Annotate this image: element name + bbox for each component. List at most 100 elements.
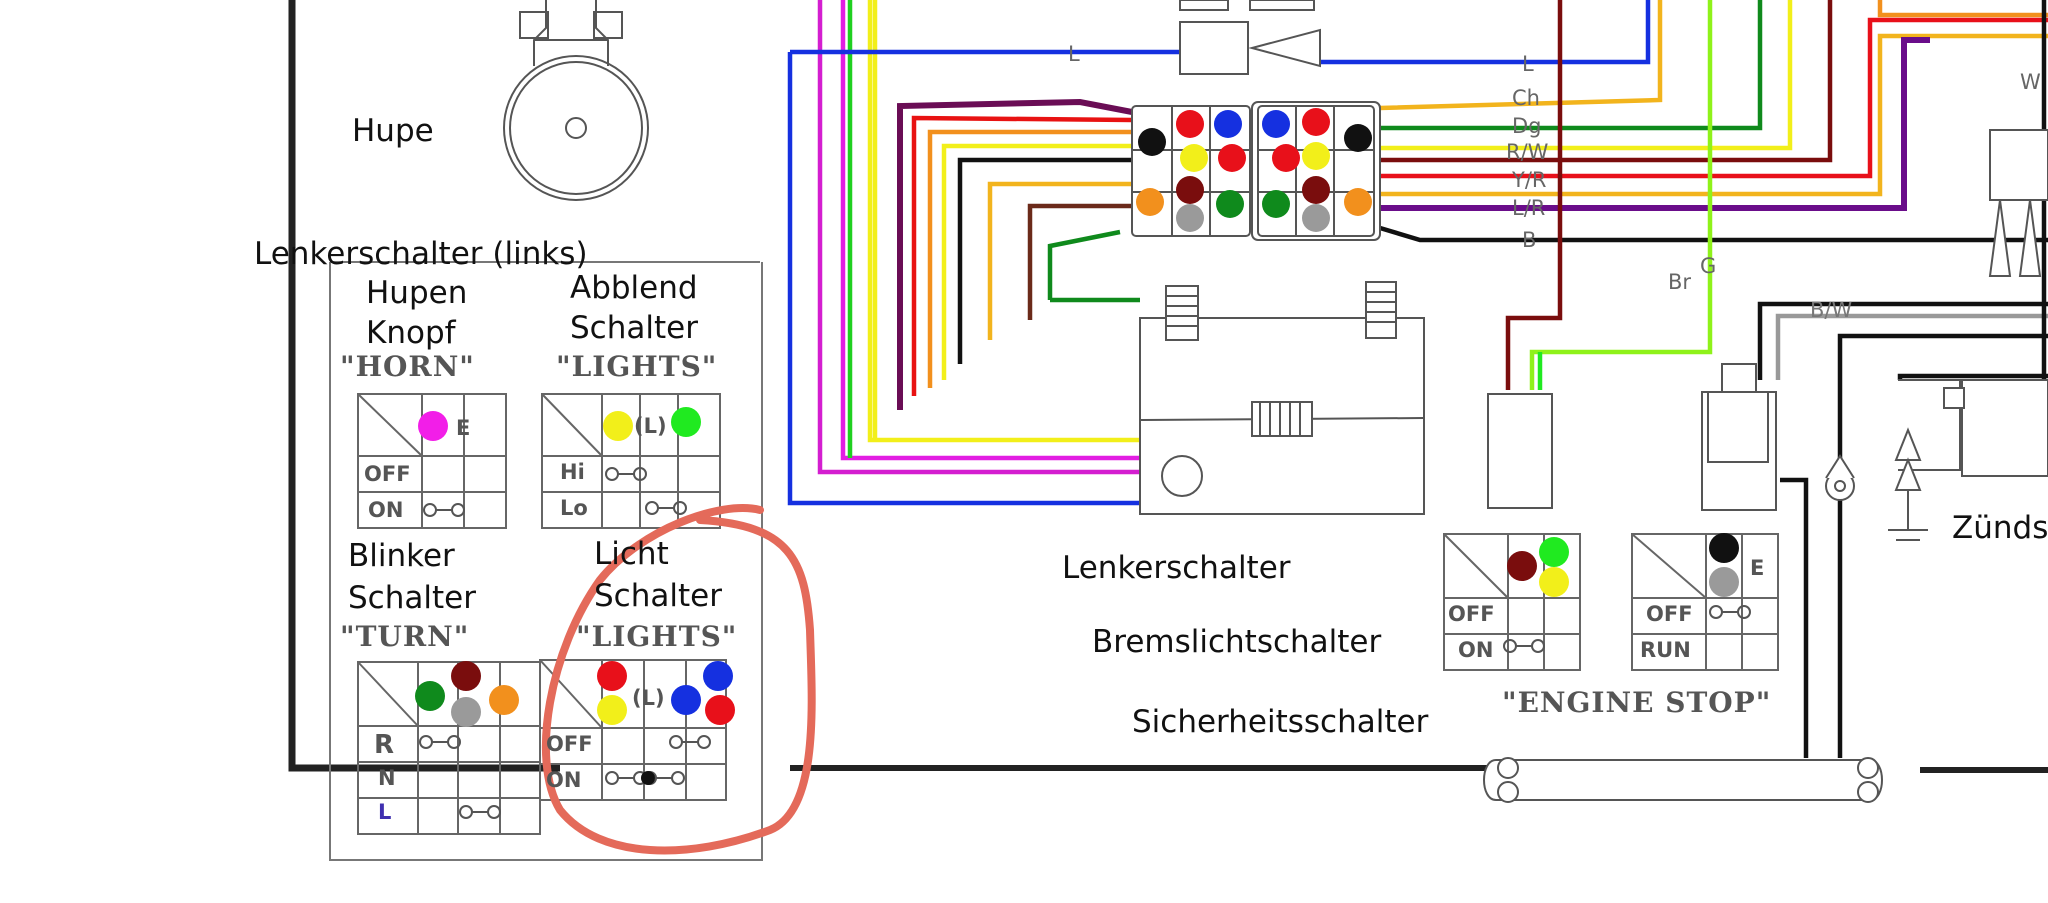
label-licht: Licht [594, 536, 669, 572]
terminal-dot-black [1344, 124, 1372, 152]
label-blinker: Blinker [348, 538, 455, 574]
symbol-horn: "HORN" [340, 350, 475, 383]
highlight-circle [541, 504, 816, 855]
contact-point [459, 805, 473, 819]
label-lenkerschalter-links: Lenkerschalter (links) [254, 236, 588, 272]
terminal-dot-brown [1176, 176, 1204, 204]
horn-symbol [503, 0, 649, 201]
terminal-dot-blue [1262, 110, 1290, 138]
switch-bodies [1483, 363, 2048, 803]
wire-label-l: L [1068, 42, 1080, 66]
contact-point [451, 503, 465, 517]
terminal-dot-gray [451, 697, 481, 727]
contact-point [423, 503, 437, 517]
harness-wires [787, 0, 2048, 758]
cell-brake-on: ON [1458, 638, 1494, 662]
contact-point [671, 771, 685, 785]
cell-turn-l: L [378, 800, 392, 824]
label-zuend: Zünds [1952, 510, 2048, 546]
wire-label-l-right: L [1522, 52, 1534, 76]
top-components [1179, 0, 2048, 277]
cell-lights-on: ON [546, 768, 582, 792]
cell-horn-e: E [456, 416, 471, 440]
terminal-dot-red [705, 695, 735, 725]
terminal-dot-gray [1176, 204, 1204, 232]
label-abblend: Abblend [570, 270, 698, 306]
label-hupen: Hupen [366, 275, 468, 311]
terminal-dot-blue [671, 685, 701, 715]
terminal-dot-red [1302, 108, 1330, 136]
dimmer-table [541, 393, 721, 529]
terminal-dot-magenta [418, 411, 448, 441]
left-switch-panel [329, 261, 763, 861]
contact-point [1709, 605, 1723, 619]
wire-label-ch: Ch [1512, 86, 1540, 110]
wire-label-br: Br [1668, 270, 1692, 294]
contact-point-filled [641, 771, 655, 785]
terminal-dot-gray [1709, 567, 1739, 597]
contact-point [697, 735, 711, 749]
terminal-dot-brown [1302, 176, 1330, 204]
contact-point [605, 771, 619, 785]
label-licht-schalter: Schalter [594, 578, 722, 614]
label-sicherheitsschalter: Sicherheitsschalter [1132, 704, 1429, 740]
terminal-dot-red [1272, 144, 1300, 172]
cell-lights-l: (L) [632, 686, 665, 710]
terminal-dot-black [1138, 128, 1166, 156]
label-abblend-schalter: Schalter [570, 310, 698, 346]
cell-turn-n: N [378, 766, 396, 790]
contact-point [669, 735, 683, 749]
wire-label-br-w: B/W [1810, 298, 1853, 322]
contact-point [487, 805, 501, 819]
contact-point [673, 501, 687, 515]
terminal-dot-lightgreen [671, 407, 701, 437]
label-knopf: Knopf [366, 315, 456, 351]
wire-label-g: G [1700, 254, 1717, 278]
cell-stop-e: E [1750, 556, 1765, 580]
terminal-dot-yellow [1539, 567, 1569, 597]
symbol-lights-main: "LIGHTS" [576, 620, 738, 653]
cell-horn-off: OFF [364, 462, 411, 486]
cell-lights-off: OFF [546, 732, 593, 756]
contact-point [605, 467, 619, 481]
terminal-dot-red [1176, 110, 1204, 138]
terminal-dot-brown [451, 661, 481, 691]
terminal-dot-lightgreen [1539, 537, 1569, 567]
cell-turn-r: R [374, 730, 395, 760]
terminal-dot-gray [1302, 204, 1330, 232]
wire-label-dg: Dg [1512, 114, 1542, 138]
terminal-dot-brown [1507, 551, 1537, 581]
symbol-engine-stop: "ENGINE STOP" [1502, 686, 1772, 719]
terminal-dot-orange [1344, 188, 1372, 216]
wire-label-w: W [2020, 70, 2041, 94]
contact-point [1531, 639, 1545, 653]
terminal-dot-black [1709, 533, 1739, 563]
switch-tables [357, 393, 1779, 835]
terminal-dot-red [597, 661, 627, 691]
terminal-dot-green [415, 681, 445, 711]
wire-label-l-r: L/R [1512, 196, 1546, 220]
terminal-dot-green [1262, 190, 1290, 218]
cell-horn-on: ON [368, 498, 404, 522]
label-hupe: Hupe [352, 113, 434, 149]
symbol-lights-dimmer: "LIGHTS" [556, 350, 718, 383]
contact-point [645, 501, 659, 515]
cell-stop-run: RUN [1640, 638, 1691, 662]
frame-lines [288, 0, 2048, 773]
cell-dimmer-hi: Hi [560, 460, 585, 484]
terminal-dot-blue [1214, 110, 1242, 138]
wire-label-y-r: Y/R [1512, 168, 1547, 192]
terminal-dot-yellow [603, 411, 633, 441]
wire-label-b: B [1522, 228, 1537, 252]
cell-brake-off: OFF [1448, 602, 1495, 626]
terminal-dot-orange [1136, 188, 1164, 216]
contact-point [1737, 605, 1751, 619]
cell-dimmer-lo: Lo [560, 496, 588, 520]
label-lenkerschalter: Lenkerschalter [1062, 550, 1291, 586]
label-blinker-schalter: Schalter [348, 580, 476, 616]
engine-stop-table [1631, 533, 1779, 671]
cell-dimmer-l: (L) [634, 414, 667, 438]
terminal-dot-green [1216, 190, 1244, 218]
contact-point [419, 735, 433, 749]
